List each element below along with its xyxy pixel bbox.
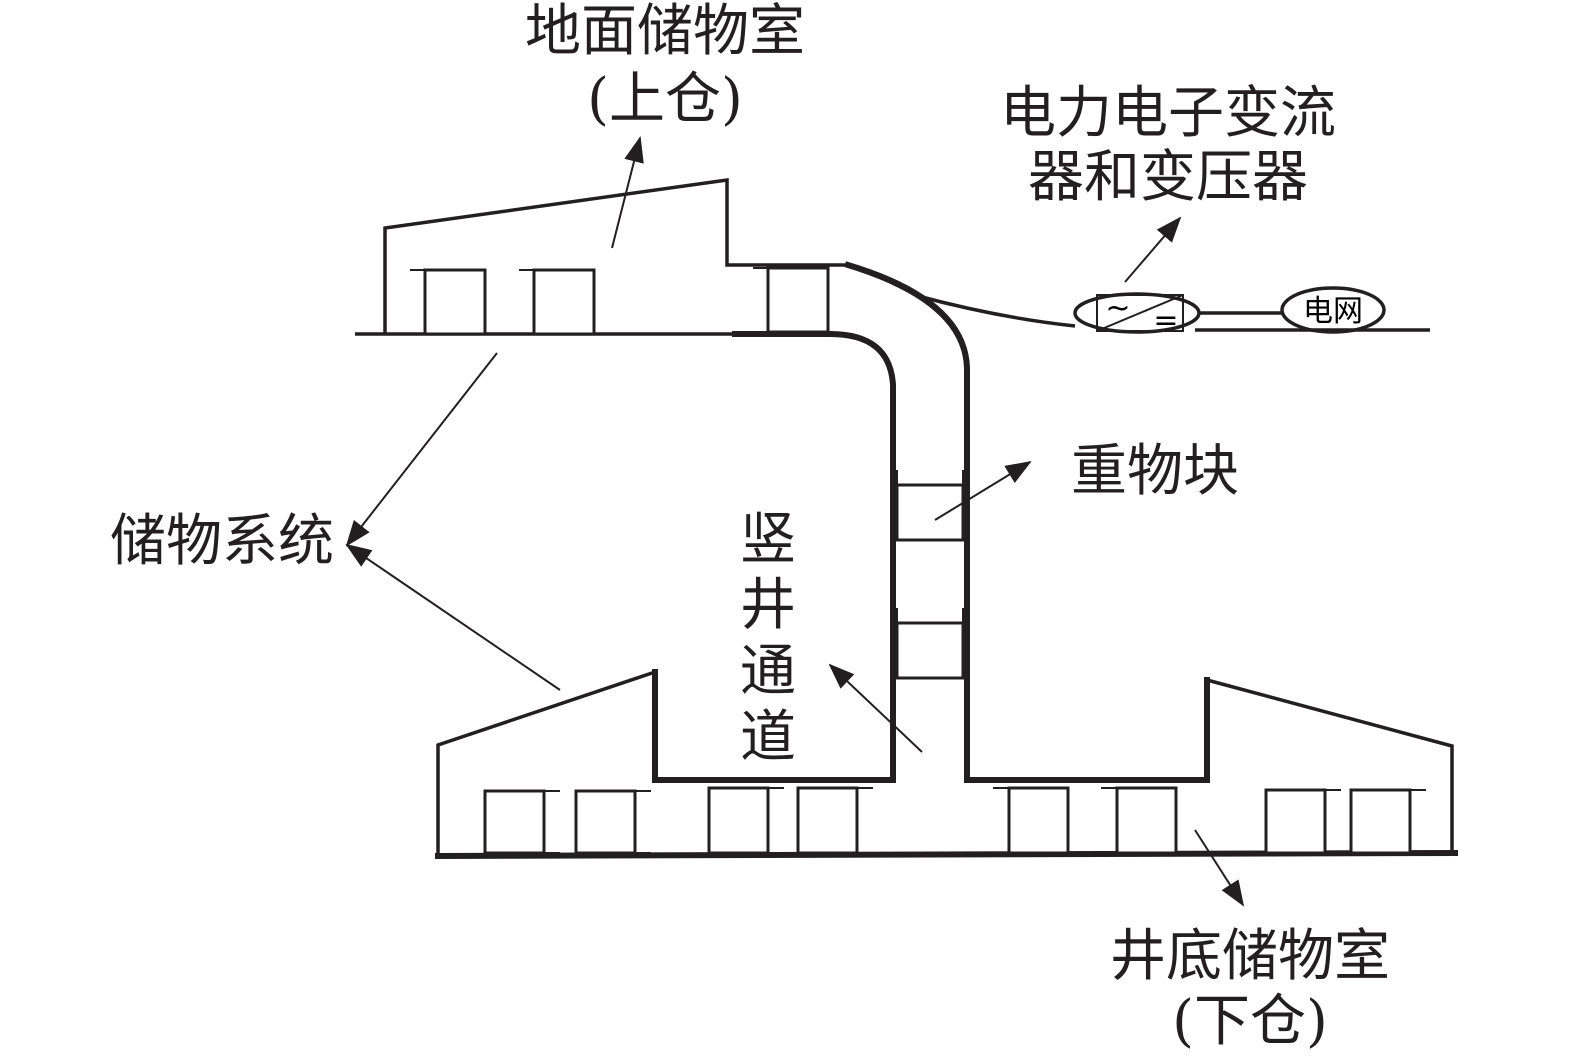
arrow-storage-system-lower <box>345 543 561 691</box>
label-bottom-storage: 井底储物室 <box>1110 924 1390 989</box>
arrow-converter <box>1124 216 1182 283</box>
power-cable <box>917 294 1076 328</box>
label-shaft-char-1: 竖 <box>740 507 796 572</box>
heavy-block <box>707 786 784 855</box>
converter-diagonal <box>1096 294 1184 332</box>
converter-unit: ~ = <box>1073 291 1201 338</box>
label-ground-storage: 地面储物室 <box>525 0 805 64</box>
converter-ellipse <box>1073 292 1201 334</box>
heavy-block <box>483 789 560 855</box>
heavy-block <box>753 266 830 334</box>
label-storage-system: 储物系统 <box>110 509 334 574</box>
label-shaft-char-3: 通 <box>740 639 796 704</box>
heavy-block <box>574 789 651 855</box>
heavy-block <box>1264 788 1341 855</box>
heavy-block <box>895 608 965 680</box>
heavy-block <box>1349 788 1426 855</box>
shaft-wall-right <box>844 261 1210 783</box>
label-ground-storage-sub: (上仓) <box>587 67 743 132</box>
label-converter-sub: 器和变压器 <box>1028 145 1308 210</box>
arrow-ground-storage <box>611 136 644 249</box>
heavy-block <box>519 268 596 336</box>
label-shaft-char-4: 道 <box>740 705 796 770</box>
arrow-shaft <box>828 663 923 753</box>
bottom-storage-left-roof <box>436 670 656 855</box>
bottom-storage-right-roof <box>1206 678 1454 855</box>
label-converter: 电力电子变流 <box>1000 81 1336 146</box>
heavy-block <box>993 786 1070 855</box>
heavy-block <box>796 786 873 855</box>
arrow-heavy-block <box>934 460 1032 521</box>
heavy-block <box>895 470 965 542</box>
label-heavy-block: 重物块 <box>1071 439 1239 504</box>
converter-ac-symbol: ~ <box>1105 291 1130 326</box>
converter-box <box>1096 294 1184 332</box>
heavy-block <box>410 268 487 336</box>
grid-label: 电网 <box>1303 294 1363 329</box>
ground-storage-building <box>383 177 848 334</box>
grid-ellipse <box>1280 286 1386 334</box>
converter-dc-symbol: = <box>1153 303 1178 338</box>
shaft-wall-left <box>652 331 896 783</box>
arrow-bottom-storage <box>1194 829 1245 907</box>
label-shaft-char-2: 井 <box>740 573 796 638</box>
arrow-storage-system-upper <box>345 352 498 547</box>
heavy-block <box>1101 786 1178 855</box>
label-bottom-storage-sub: (下仓) <box>1172 989 1328 1054</box>
